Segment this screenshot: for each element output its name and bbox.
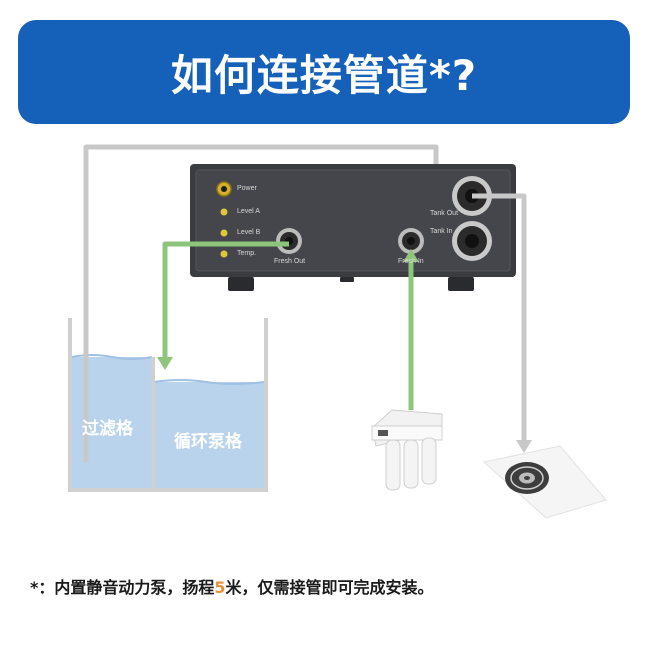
fresh-out-port bbox=[276, 228, 302, 254]
ro-filter-unit bbox=[371, 409, 443, 491]
tank-out-label: Tank Out bbox=[430, 210, 459, 217]
footnote-suffix: 米，仅需接管即可完成安装。 bbox=[225, 578, 434, 597]
filter-compartment-label: 过滤格 bbox=[82, 419, 133, 439]
green-arrowhead-down bbox=[157, 357, 173, 370]
footnote: *：内置静音动力泵，扬程5米，仅需接管即可完成安装。 bbox=[30, 574, 434, 598]
floor-drain bbox=[482, 445, 607, 519]
level-b-indicator bbox=[220, 229, 228, 237]
pump-compartment-water bbox=[154, 382, 264, 489]
device-feet-shadow bbox=[340, 277, 354, 282]
pump-water-surface bbox=[153, 379, 265, 385]
device-foot-right bbox=[448, 277, 474, 291]
tank-in-port bbox=[452, 221, 492, 261]
grey-arrowhead-down bbox=[516, 440, 532, 453]
level-b-label: Level B bbox=[237, 229, 261, 236]
green-arrowhead-up bbox=[403, 249, 419, 262]
fresh-out-label: Fresh Out bbox=[274, 258, 306, 265]
footnote-prefix: *：内置静音动力泵，扬程 bbox=[30, 578, 215, 597]
device-foot-left bbox=[228, 277, 254, 291]
grey-drain-pipe bbox=[472, 193, 527, 444]
power-label: Power bbox=[237, 185, 257, 192]
level-a-indicator bbox=[220, 208, 228, 216]
tank-in-label: Tank In bbox=[430, 228, 453, 235]
page-title: 如何连接管道*? bbox=[170, 50, 478, 100]
temp-indicator bbox=[220, 250, 228, 258]
fresh-in-port bbox=[398, 228, 424, 254]
fresh-in-label: Fresh In bbox=[398, 258, 424, 265]
indicator-lights bbox=[216, 181, 232, 258]
green-pipe-fresh-out bbox=[162, 241, 289, 362]
temp-label: Temp. bbox=[237, 250, 257, 257]
aquarium-tank bbox=[68, 318, 268, 492]
title-banner: 如何连接管道*? bbox=[18, 20, 630, 124]
pump-compartment-label: 循环泵格 bbox=[174, 432, 242, 452]
footnote-highlight: 5 bbox=[214, 578, 226, 597]
level-a-label: Level A bbox=[237, 208, 260, 215]
